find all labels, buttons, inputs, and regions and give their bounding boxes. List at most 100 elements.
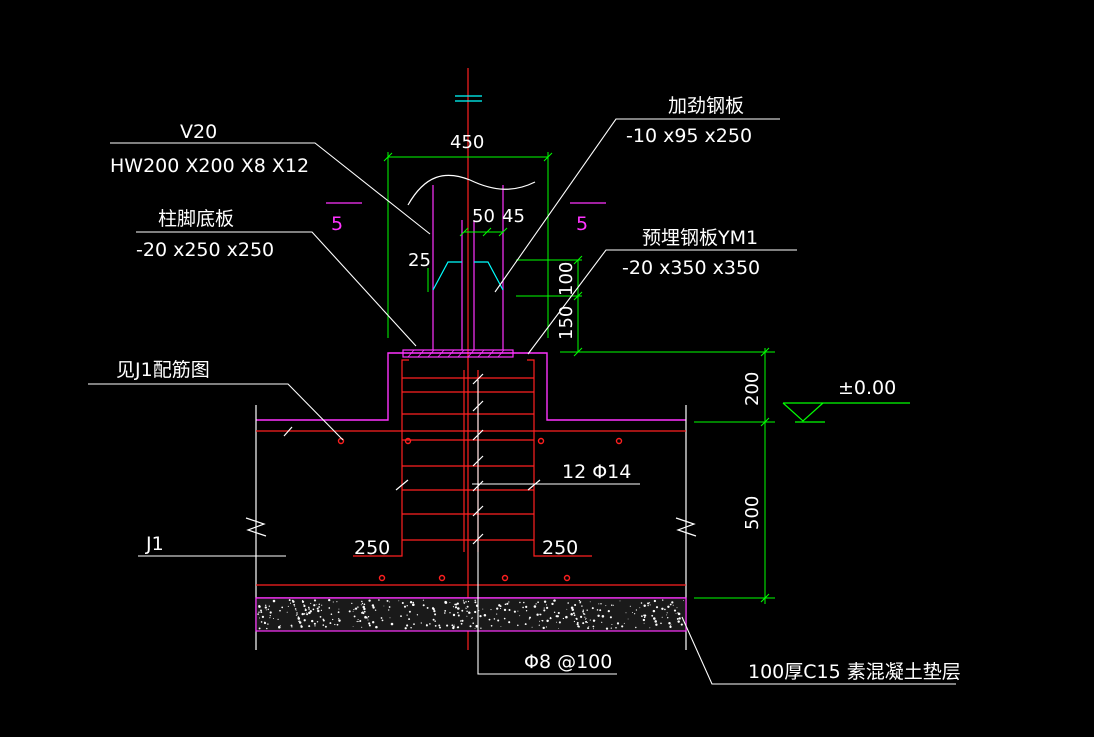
speckle xyxy=(643,616,646,619)
speckle xyxy=(571,608,575,612)
speckle xyxy=(278,625,281,629)
speckle xyxy=(535,603,537,605)
speckle xyxy=(267,623,269,625)
speckle xyxy=(570,606,574,609)
stiffener-plates xyxy=(432,261,504,291)
speckle xyxy=(452,613,456,617)
speckle xyxy=(677,612,681,616)
speckle xyxy=(649,627,651,629)
speckle xyxy=(368,624,371,627)
speckle xyxy=(390,622,394,626)
speckle xyxy=(457,614,460,617)
speckle xyxy=(587,627,590,630)
speckle xyxy=(541,619,543,621)
speckle xyxy=(317,609,320,613)
speckle xyxy=(286,611,288,613)
speckle xyxy=(357,618,359,621)
speckle xyxy=(523,601,525,604)
speckle xyxy=(545,606,549,610)
speckle xyxy=(374,609,377,611)
speckle xyxy=(649,604,651,606)
speckle xyxy=(295,614,298,616)
speckle xyxy=(258,627,261,630)
speckle xyxy=(480,627,482,629)
speckle xyxy=(601,615,605,618)
speckle xyxy=(307,606,310,609)
speckle xyxy=(585,617,587,619)
speckle xyxy=(581,605,583,607)
speckle xyxy=(586,609,588,611)
dim-top-width: 450 xyxy=(450,132,484,153)
elevation-label: ±0.00 xyxy=(838,377,896,399)
speckle xyxy=(576,621,579,624)
speckle xyxy=(542,626,545,630)
speckle xyxy=(432,607,435,611)
speckle xyxy=(653,599,657,603)
speckle xyxy=(300,625,303,628)
speckle xyxy=(290,624,293,627)
speckle xyxy=(596,609,599,611)
speckle xyxy=(426,606,429,609)
speckle xyxy=(461,619,464,622)
speckle xyxy=(567,602,570,604)
speckle xyxy=(336,623,339,626)
speckle xyxy=(474,628,476,630)
speckle xyxy=(434,620,436,622)
speckle xyxy=(573,614,576,617)
speckle xyxy=(439,626,441,629)
speckle xyxy=(610,604,613,606)
speckle xyxy=(352,610,354,612)
speckle xyxy=(655,606,659,609)
speckle xyxy=(643,622,645,624)
dim-100: 100 xyxy=(556,262,577,296)
speckle xyxy=(545,626,547,628)
speckle xyxy=(461,609,464,612)
speckle xyxy=(553,611,556,614)
speckle xyxy=(541,619,544,622)
speckle xyxy=(598,603,600,605)
speckle xyxy=(422,604,425,607)
speckle xyxy=(600,603,602,605)
speckle xyxy=(640,602,643,604)
speckle xyxy=(641,615,643,617)
speckle xyxy=(348,610,351,613)
speckle xyxy=(281,606,284,609)
speckle xyxy=(416,614,419,616)
speckle xyxy=(497,619,500,622)
speckle xyxy=(585,620,588,623)
speckle xyxy=(449,602,451,604)
speckle xyxy=(627,618,629,620)
speckle xyxy=(553,599,555,602)
speckle xyxy=(412,601,415,604)
speckle xyxy=(453,624,455,626)
speckle xyxy=(597,614,600,617)
speckle xyxy=(309,610,312,613)
speckle xyxy=(519,601,521,604)
speckle xyxy=(260,611,263,613)
speckle xyxy=(500,607,502,610)
speckle xyxy=(409,601,413,604)
speckle xyxy=(629,605,631,607)
speckle xyxy=(364,615,367,619)
speckle xyxy=(451,624,454,627)
speckle xyxy=(672,604,674,606)
speckle xyxy=(389,617,391,619)
speckle xyxy=(666,614,668,616)
speckle xyxy=(525,610,528,612)
speckle xyxy=(328,607,331,609)
speckle xyxy=(433,609,436,613)
speckle xyxy=(457,612,459,614)
speckle xyxy=(471,617,473,619)
speckle xyxy=(490,624,493,627)
speckle xyxy=(566,608,568,610)
speckle xyxy=(524,623,527,626)
speckle xyxy=(479,614,482,618)
dim-45: 45 xyxy=(502,206,525,227)
speckle xyxy=(616,622,620,625)
speckle xyxy=(357,606,359,608)
speckle xyxy=(576,623,579,626)
speckle xyxy=(371,604,375,607)
speckle xyxy=(462,599,464,601)
speckle xyxy=(312,608,315,611)
speckle xyxy=(557,611,560,615)
